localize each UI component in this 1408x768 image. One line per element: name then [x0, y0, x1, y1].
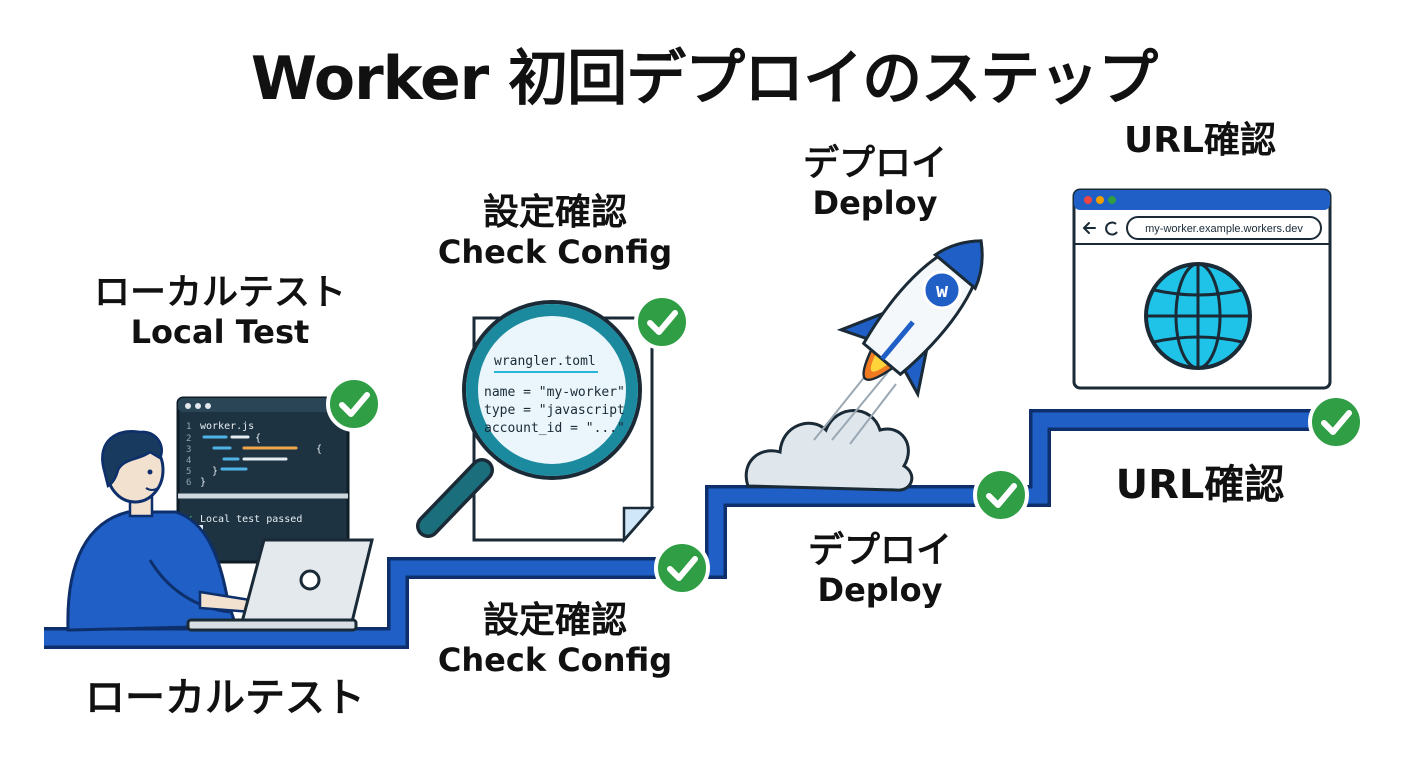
- step-label-deploy: デプロイ Deploy: [770, 143, 980, 223]
- terminal-line-number: 5: [186, 467, 191, 477]
- check-icon-local-test: [328, 378, 380, 430]
- bottom-label-check-config-jp: 設定確認: [482, 600, 627, 641]
- terminal-output: Local test passed: [200, 514, 302, 525]
- smoke-cloud: [744, 409, 914, 492]
- terminal-line-number: 6: [186, 478, 191, 488]
- window-close-dot: [1084, 196, 1092, 204]
- terminal-line-number: 3: [186, 445, 191, 455]
- page-title: Worker 初回デプロイのステップ: [250, 44, 1158, 114]
- config-line: type = "javascript: [484, 403, 625, 418]
- bottom-label-deploy-en: Deploy: [817, 571, 943, 610]
- check-icon-step-url: [1310, 396, 1362, 448]
- terminal-brace: }: [200, 477, 206, 488]
- config-line: name = "my-worker": [484, 385, 625, 400]
- check-icon-check-config: [636, 296, 688, 348]
- back-arrow-icon: [1082, 222, 1096, 234]
- terminal-line-number: 4: [186, 456, 191, 466]
- terminal-brace: {: [255, 433, 261, 444]
- check-icon-step-deploy: [975, 469, 1027, 521]
- config-line: account_id = "...": [484, 421, 625, 436]
- terminal-line-number: 2: [186, 434, 191, 444]
- terminal-brace: {: [316, 444, 322, 455]
- step-label-url-check: URL確認: [1080, 120, 1320, 162]
- reload-icon: [1105, 221, 1118, 236]
- address-bar: [1126, 216, 1322, 240]
- step-label-check-config-jp: 設定確認: [482, 192, 627, 233]
- config-filename: wrangler.toml: [494, 354, 596, 369]
- rocket-badge: w: [922, 270, 962, 310]
- rocket-badge-letter: w: [936, 278, 949, 302]
- magnifier-icon: wrangler.toml name = "my-worker" type = …: [416, 300, 642, 538]
- bottom-label-check-config-en: Check Config: [437, 641, 673, 680]
- step-label-check-config-en: Check Config: [437, 233, 673, 272]
- laptop-icon: [186, 538, 374, 632]
- bottom-label-check-config: 設定確認 Check Config: [430, 600, 680, 680]
- step-label-deploy-en: Deploy: [812, 184, 938, 223]
- developer-person: [66, 430, 254, 632]
- check-icon-step-config: [656, 542, 708, 594]
- step-label-deploy-jp: デプロイ: [802, 143, 947, 184]
- step-label-url-check-jp: URL確認: [1124, 120, 1276, 161]
- step-label-local-test: ローカルテスト Local Test: [60, 272, 380, 352]
- staircase-path: [44, 409, 1340, 649]
- bottom-label-local-test: ローカルテスト: [85, 675, 365, 721]
- terminal-filename: worker.js: [200, 421, 254, 432]
- globe-icon: [1144, 262, 1252, 370]
- step-label-local-test-jp: ローカルテスト: [93, 272, 346, 313]
- window-maximize-dot: [1108, 196, 1116, 204]
- address-bar-url: my-worker.example.workers.dev: [1145, 223, 1303, 235]
- bottom-label-deploy: デプロイ Deploy: [770, 530, 990, 610]
- rocket-icon: [836, 239, 984, 399]
- step-label-check-config: 設定確認 Check Config: [420, 192, 690, 272]
- bottom-label-deploy-jp: デプロイ: [807, 530, 952, 571]
- window-minimize-dot: [1096, 196, 1104, 204]
- terminal-line-number: 1: [186, 422, 191, 432]
- terminal-brace: }: [212, 466, 218, 477]
- step-label-local-test-en: Local Test: [130, 313, 310, 352]
- bottom-label-url-check: URL確認: [1115, 462, 1285, 508]
